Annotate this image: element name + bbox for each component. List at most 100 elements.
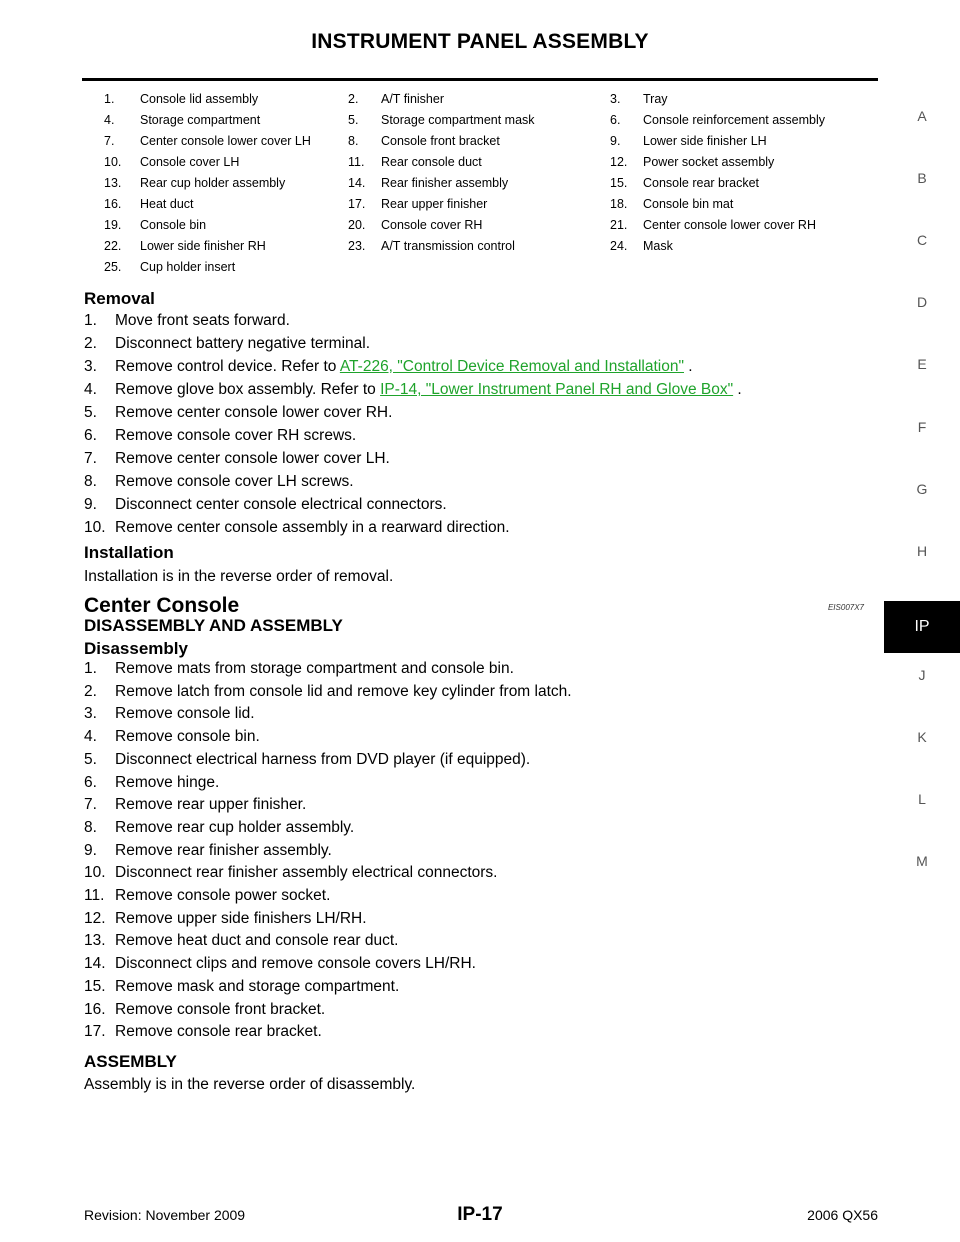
step-number: 9. (84, 496, 97, 513)
reference-link[interactable]: IP-14, "Lower Instrument Panel RH and Gl… (380, 381, 734, 398)
step-number: 14. (84, 955, 106, 973)
legend-item-label: Storage compartment mask (381, 113, 535, 127)
section-index-tabs: A B C D E F G H IP J K L M (884, 88, 960, 888)
page-number: IP-17 (457, 1204, 503, 1225)
legend-item-number: 9. (610, 134, 621, 148)
legend-item-label: Console reinforcement assembly (643, 113, 826, 127)
section-tab-e[interactable]: E (917, 356, 927, 372)
section-tab-b[interactable]: B (917, 170, 927, 186)
step-text: Remove mask and storage compartment. (115, 977, 400, 995)
step-item: 11.Remove console power socket. (84, 887, 330, 905)
step-number: 7. (84, 796, 97, 814)
disassembly-heading: Disassembly (84, 639, 188, 658)
section-tab-h[interactable]: H (916, 543, 928, 559)
section-tab-j[interactable]: J (918, 667, 926, 683)
step-text: Remove heat duct and console rear duct. (115, 932, 399, 950)
legend-item-number: 11. (348, 155, 365, 169)
legend-item-number: 25. (104, 260, 122, 274)
step-item: 7.Remove center console lower cover LH. (84, 450, 390, 468)
step-number: 12. (84, 909, 106, 927)
legend-item-label: Console cover RH (381, 218, 483, 232)
legend-item-label: Center console lower cover RH (643, 218, 816, 232)
legend-item-number: 20. (348, 218, 366, 232)
step-text: Move front seats forward. (115, 312, 290, 329)
section-tab-a[interactable]: A (917, 108, 927, 124)
step-item: 2.Disconnect battery negative terminal. (84, 335, 370, 353)
model-label: 2006 QX56 (807, 1207, 878, 1223)
legend-item-label: Power socket assembly (643, 155, 775, 169)
step-item: 8.Remove rear cup holder assembly. (84, 819, 354, 837)
step-number: 3. (84, 358, 97, 375)
reference-link[interactable]: AT-226, "Control Device Removal and Inst… (339, 358, 684, 375)
step-text: Disconnect electrical harness from DVD p… (115, 750, 531, 768)
section-tab-c[interactable]: C (916, 232, 928, 248)
step-item: 10.Remove center console assembly in a r… (84, 519, 510, 537)
step-text-end: . (684, 358, 693, 375)
step-text: Remove control device. Refer to (115, 358, 340, 375)
legend-item-number: 3. (610, 92, 621, 106)
legend-item-label: Storage compartment (140, 113, 261, 127)
disassembly-assembly-heading: DISASSEMBLY AND ASSEMBLY (84, 616, 343, 635)
step-number: 1. (84, 312, 97, 329)
step-text: Disconnect center console electrical con… (115, 496, 447, 513)
legend-item-label: Lower side finisher LH (643, 134, 767, 148)
step-item: 14.Disconnect clips and remove console c… (84, 955, 476, 973)
legend-item-number: 6. (610, 113, 621, 127)
legend-item-number: 14. (348, 176, 366, 190)
section-tab-l[interactable]: L (918, 791, 926, 807)
step-item: 8. Remove console cover LH screws. (84, 473, 354, 491)
header-rule (82, 78, 878, 81)
legend-row: 25.Cup holder insert (104, 260, 844, 281)
step-number: 10. (84, 864, 106, 882)
step-item: 9.Remove rear finisher assembly. (84, 842, 332, 860)
step-text: Disconnect rear finisher assembly electr… (115, 864, 498, 882)
step-item: 15. Remove mask and storage compartment. (84, 978, 399, 996)
step-text-end: . (733, 381, 742, 398)
legend-item-label: Console rear bracket (643, 176, 760, 190)
step-text: Remove rear upper finisher. (115, 796, 307, 814)
step-item: 1. Move front seats forward. (84, 312, 290, 330)
legend-item-label: Console cover LH (140, 155, 240, 169)
legend-item-label: Rear console duct (381, 155, 482, 169)
section-tab-k[interactable]: K (917, 729, 927, 745)
step-item: 10. Disconnect rear finisher assembly ele… (84, 864, 498, 882)
step-number: 8. (84, 473, 97, 490)
section-tab-f[interactable]: F (917, 419, 927, 435)
legend-item-label: Console front bracket (381, 134, 500, 148)
section-tab-d[interactable]: D (916, 294, 928, 310)
step-text: Remove mats from storage compartment and… (115, 660, 514, 677)
step-number: 10. (84, 519, 106, 536)
section-tab-g[interactable]: G (916, 481, 928, 497)
legend-item-label: Console lid assembly (140, 92, 259, 106)
section-tab-ip[interactable]: IP (884, 601, 960, 653)
legend-item-number: 19. (104, 218, 122, 232)
step-item: 2.Remove latch from console lid and remo… (84, 683, 572, 701)
legend-item-label: Mask (643, 239, 673, 253)
step-item: 4.Remove glove box assembly. Refer to IP… (84, 381, 742, 399)
step-text: Remove console rear bracket. (115, 1023, 322, 1041)
section-tab-m[interactable]: M (916, 853, 928, 869)
step-text: Remove rear cup holder assembly. (115, 818, 355, 836)
step-text: Disconnect battery negative terminal. (115, 335, 371, 352)
step-item: 13. Remove heat duct and console rear duc… (84, 932, 398, 950)
legend-item-label: Rear upper finisher (381, 197, 488, 211)
legend-item-number: 8. (348, 134, 359, 148)
step-number: 6. (84, 773, 97, 791)
step-item: 3.Remove console lid. (84, 705, 255, 723)
step-number: 13. (84, 932, 106, 950)
legend-item-number: 10. (104, 155, 122, 169)
step-number: 1. (84, 660, 97, 677)
step-number: 15. (84, 977, 106, 995)
legend-item-label: Console bin mat (643, 197, 734, 211)
legend-item-label: Heat duct (140, 197, 194, 211)
legend-item-label: Center console lower cover LH (140, 134, 311, 148)
step-item: 4.Remove console bin. (84, 728, 260, 746)
step-number: 5. (84, 404, 97, 421)
legend-item-label: Console bin (140, 218, 207, 232)
step-text: Remove console cover LH screws. (115, 473, 354, 490)
